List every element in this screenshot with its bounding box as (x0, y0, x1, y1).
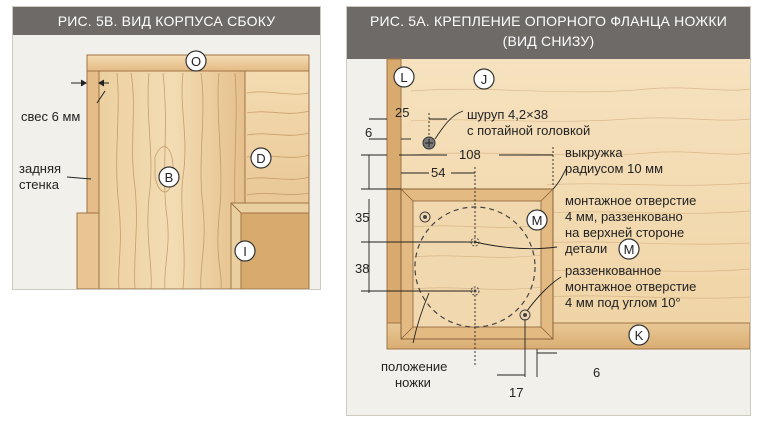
flange-plate (400, 188, 554, 340)
back-wall-label-line2: стенка (19, 177, 60, 192)
callout-l-text: L (400, 70, 407, 85)
cutout-note-line1: выкружка (565, 145, 623, 160)
figure-5a-drawing: 25 6 108 54 35 38 17 6 шуруп 4,2×38 с по… (355, 58, 750, 400)
figure-5a-title-line1: РИС. 5А. КРЕПЛЕНИЕ ОПОРНОГО ФЛАНЦА НОЖКИ (369, 13, 727, 29)
cs-note-line1: раззенкованное (565, 263, 661, 278)
dim-35: 35 (355, 210, 369, 225)
dim-6-bottom: 6 (593, 365, 600, 380)
dim-6-left: 6 (365, 125, 372, 140)
figure-5b-title: РИС. 5В. ВИД КОРПУСА СБОКУ (13, 7, 320, 35)
dim-54: 54 (431, 165, 445, 180)
dim-38: 38 (355, 261, 369, 276)
callout-l: L (393, 66, 415, 88)
callout-k: K (628, 324, 650, 346)
callout-o: O (185, 50, 207, 72)
figure-5b-drawing: свес 6 мм задняя стенка O B D I (19, 50, 310, 289)
callout-b-text: B (165, 170, 174, 185)
figure-5a-panel: РИС. 5А. КРЕПЛЕНИЕ ОПОРНОГО ФЛАНЦА НОЖКИ… (346, 6, 751, 416)
overhang-arrow (71, 79, 109, 87)
figure-5a-title: РИС. 5А. КРЕПЛЕНИЕ ОПОРНОГО ФЛАНЦА НОЖКИ… (347, 7, 750, 59)
panel-j-grain (410, 87, 750, 299)
side-strip-l (386, 58, 402, 350)
callout-j: J (473, 68, 495, 90)
figure-5a-title-line2: (ВИД СНИЗУ) (502, 33, 595, 49)
back-wall-lower (76, 212, 100, 289)
dim-25: 25 (395, 105, 409, 120)
back-wall-leader (66, 176, 92, 180)
callout-b: B (158, 166, 180, 188)
back-wall-label-line1: задняя (19, 161, 61, 176)
callout-o-text: O (191, 54, 201, 69)
panel-i-bevel (230, 202, 242, 289)
hole-note-line1: монтажное отверстие (565, 193, 696, 208)
leg-note-line1: положение (381, 359, 447, 374)
panel-i-inner (240, 212, 310, 289)
callout-m1-text: M (532, 213, 543, 228)
hole-note-line3: на верхней стороне (565, 225, 684, 240)
cs-note-line2: монтажное отверстие (565, 279, 696, 294)
overhang-leader (96, 90, 106, 104)
callout-i-text: I (243, 244, 247, 259)
countersunk-hole (419, 211, 431, 223)
screw-note-line2: с потайной головкой (467, 123, 590, 138)
callout-m2: M (618, 238, 640, 260)
leg-note-line2: ножки (395, 375, 431, 390)
callout-d-text: D (256, 151, 265, 166)
callout-i: I (234, 240, 256, 262)
cs-note-line3: 4 мм под углом 10° (565, 295, 681, 310)
figure-5b-title-text: РИС. 5В. ВИД КОРПУСА СБОКУ (57, 13, 276, 29)
cutout-note-line2: радиусом 10 мм (565, 161, 663, 176)
dim-17: 17 (509, 385, 523, 400)
overhang-label: свес 6 мм (21, 109, 80, 124)
hole-note-line4: детали (565, 241, 607, 256)
callout-d: D (250, 147, 272, 169)
hole-note-line2: 4 мм, раззенковано (565, 209, 683, 224)
callout-m1: M (526, 209, 548, 231)
callout-j-text: J (481, 72, 488, 87)
note-leaders (412, 110, 568, 344)
screw-head (422, 136, 436, 150)
screw-note-line1: шуруп 4,2×38 (467, 107, 548, 122)
callout-m2-text: M (624, 242, 635, 257)
dim-108: 108 (459, 147, 481, 162)
callout-k-text: K (635, 328, 644, 343)
figure-5b-panel: РИС. 5В. ВИД КОРПУСА СБОКУ (12, 6, 321, 290)
dimension-lines (361, 113, 557, 377)
